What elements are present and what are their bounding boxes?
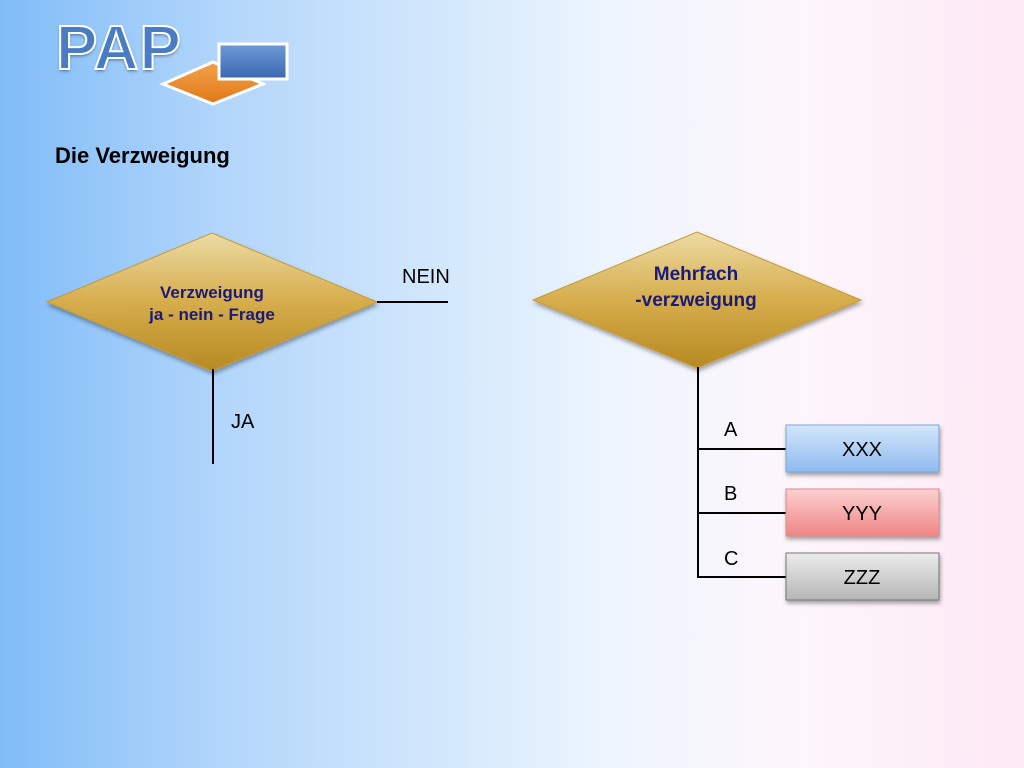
multi-decision: Mehrfach -verzweigung A XXX B YYY C ZZZ	[531, 231, 940, 601]
logo-diamond-icon	[159, 60, 267, 106]
logo-rectangle-icon	[217, 42, 289, 81]
decision-diamond-yes-no	[45, 232, 379, 372]
simple-decision: Verzweigung ja - nein - Frage NEIN JA	[45, 232, 450, 464]
decision-label-line2: ja - nein - Frage	[148, 305, 275, 324]
case-b-box-text: YYY	[842, 503, 882, 525]
yes-branch-label: JA	[231, 411, 255, 433]
case-b-label: B	[724, 483, 737, 505]
multi-decision-label-line2: -verzweigung	[635, 290, 756, 311]
case-a-label: A	[724, 419, 738, 441]
case-a-box-text: XXX	[842, 439, 882, 461]
no-branch-label: NEIN	[402, 266, 450, 288]
case-c-box	[785, 552, 940, 601]
case-c-box-text: ZZZ	[844, 567, 881, 589]
case-a-box	[785, 424, 940, 473]
decision-label-line1: Verzweigung	[160, 283, 264, 302]
page-title: Die Verzweigung	[55, 143, 230, 168]
multi-decision-label-line1: Mehrfach	[654, 264, 738, 285]
case-b-box	[785, 488, 940, 537]
decision-diamond-multi	[531, 231, 863, 369]
case-c-label: C	[724, 548, 738, 570]
logo-text: PAP	[55, 14, 182, 83]
